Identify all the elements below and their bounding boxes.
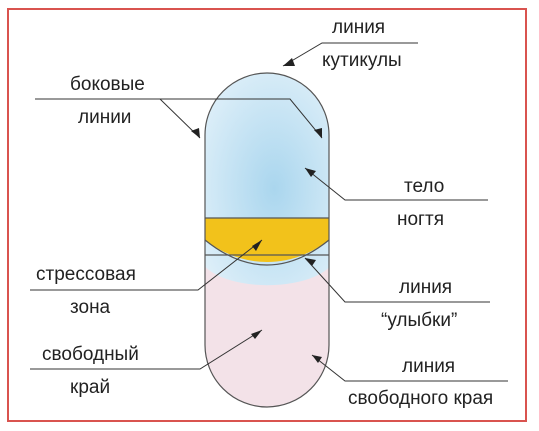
cuticle-leader bbox=[282, 42, 418, 67]
nail-body-label-1: тело bbox=[404, 176, 444, 197]
stress-zone-label-2: зона bbox=[70, 297, 111, 318]
cuticle-line-label-1: линия bbox=[332, 17, 385, 38]
free-edge-line-arrow-icon bbox=[312, 355, 322, 363]
nail-body-leader bbox=[304, 167, 488, 201]
free-edge-arrow-icon bbox=[251, 330, 262, 339]
diagram-frame bbox=[7, 8, 527, 422]
nail-body-label-2: ногтя bbox=[397, 209, 444, 230]
side-right-arrow-icon bbox=[314, 128, 322, 138]
cuticle-arrow-icon bbox=[283, 58, 295, 66]
side-lines-label-2: линии bbox=[78, 107, 131, 128]
smile-line bbox=[204, 239, 330, 266]
nail-illustration bbox=[205, 73, 329, 407]
side-lines-right-leader bbox=[160, 98, 323, 139]
stress-zone-arrow-icon bbox=[252, 240, 262, 251]
side-lines-label-1: боковые bbox=[70, 74, 145, 95]
smile-line-arrow-icon bbox=[305, 258, 316, 266]
smile-line-label-2: “улыбки” bbox=[381, 310, 457, 331]
cuticle-line-label-2: кутикулы bbox=[322, 50, 402, 71]
free-edge-line-leader bbox=[311, 354, 508, 382]
stress-zone-area bbox=[205, 218, 329, 262]
side-left-arrow-icon bbox=[191, 128, 200, 138]
arrowheads bbox=[191, 58, 322, 363]
leader-lines bbox=[30, 42, 508, 382]
free-edge-line-label-1: линия bbox=[402, 356, 455, 377]
free-edge-leader bbox=[30, 329, 263, 370]
nail-body-arrow-icon bbox=[305, 168, 316, 177]
free-edge-label-2: край bbox=[70, 377, 110, 398]
stress-zone-label-1: стрессовая bbox=[36, 264, 136, 285]
nail-outlines bbox=[204, 72, 330, 408]
nail-outline bbox=[204, 72, 330, 408]
smile-line-label-1: линия bbox=[399, 277, 452, 298]
free-edge-line-label-2: свободного края bbox=[348, 388, 493, 409]
stress-zone-leader bbox=[30, 239, 263, 291]
smile-line-leader bbox=[304, 257, 490, 303]
free-edge-label-1: свободный bbox=[42, 344, 139, 365]
